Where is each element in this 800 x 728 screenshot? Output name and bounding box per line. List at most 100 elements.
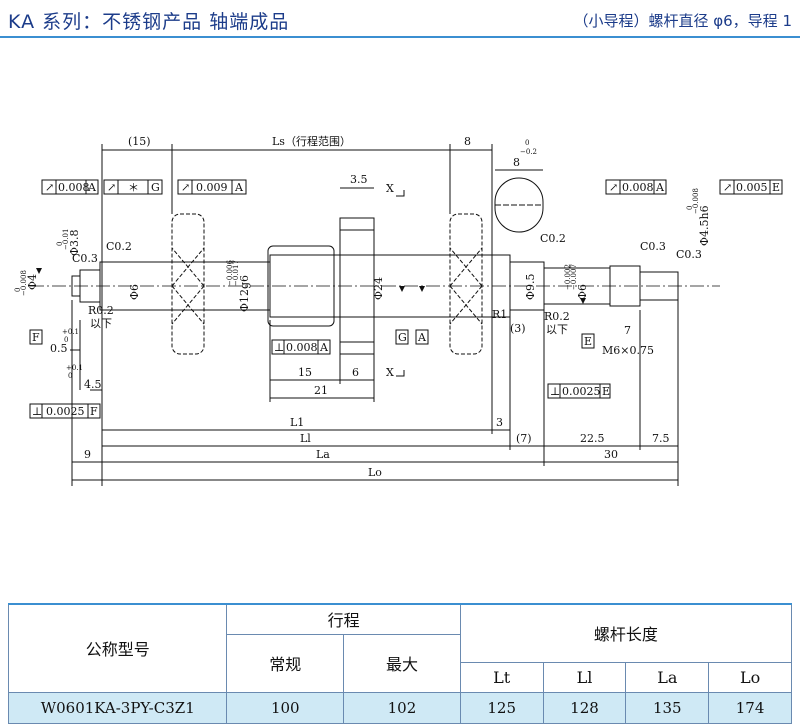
tol-d1: −0.002 [564, 264, 572, 290]
cell-model: W0601KA-3PY-C3Z1 [7, 691, 228, 724]
table-row: W0601KA-3PY-C3Z1 100 102 125 128 135 174 [7, 691, 792, 724]
dim-0-5: 0.5 [50, 342, 68, 355]
cell-lo: 174 [708, 691, 792, 724]
th-lo: Lo [708, 661, 792, 693]
tol-g1: +0.1 [66, 364, 83, 372]
svg-text:0.008: 0.008 [58, 181, 90, 194]
tol-b2: −0.01 [62, 229, 70, 250]
tol-02b: −0.2 [520, 148, 537, 156]
page-subtitle: （小导程）螺杆直径 φ6，导程 1 [573, 12, 792, 30]
svg-text:G: G [151, 181, 160, 194]
dim-c03c: C0.3 [676, 248, 702, 261]
dim-phi24: Φ24 [372, 277, 385, 300]
dim-m6: M6×0.75 [602, 344, 654, 357]
page-title: KA 系列：不锈钢产品 轴端成品 [8, 11, 290, 33]
svg-text:0.008: 0.008 [622, 181, 654, 194]
cell-ll: 128 [542, 691, 627, 724]
dim-r02a: R0.2 [88, 304, 114, 317]
svg-text:0.005: 0.005 [736, 181, 768, 194]
svg-text:A: A [234, 181, 244, 194]
dim-phi6b: Φ6 [576, 284, 589, 300]
svg-text:0.008: 0.008 [286, 341, 318, 354]
label-x2: X [386, 366, 394, 379]
frame-runout-a-mid: ↗ 0.009 A [177, 179, 247, 195]
svg-text:↗: ↗ [723, 181, 732, 194]
svg-text:↗: ↗ [181, 181, 190, 194]
dim-c02b: C0.2 [540, 232, 566, 245]
dim-4-5: 4.5 [84, 378, 102, 391]
cell-la: 135 [625, 691, 710, 724]
tol-c1: −0.006 [226, 260, 234, 286]
dim-phi3-8: Φ3.8 [68, 229, 81, 256]
svg-text:F: F [90, 405, 98, 418]
datum-f: F [32, 331, 40, 344]
dim-l1: L1 [290, 416, 304, 429]
th-ll: Ll [542, 661, 627, 693]
dim-r02b: R0.2 [544, 310, 570, 323]
svg-text:E: E [602, 385, 610, 398]
dim-3: 3 [496, 416, 503, 429]
datum-a: A [417, 331, 427, 344]
frame-runout-a-right: ↗ 0.008 A [605, 179, 667, 195]
cell-normal: 100 [226, 691, 345, 724]
th-normal: 常规 [226, 633, 345, 693]
datum-e: E [584, 335, 592, 348]
dim-lo: Lo [368, 466, 382, 479]
frame-runout-g: ↗ ＊ G [103, 179, 163, 195]
dim-21: 21 [314, 384, 328, 397]
dim-7p: (7) [516, 432, 532, 445]
dim-ls: Ls（行程范围） [272, 134, 351, 148]
svg-text:A: A [655, 181, 665, 194]
label-x1: X [386, 182, 394, 195]
dim-r1: R1 [492, 308, 507, 321]
th-length: 螺杆长度 [459, 603, 793, 663]
frame-perp-a: ⊥ 0.008 A [271, 339, 331, 355]
frame-runout-a-left: ↗ 0.008 A [41, 179, 99, 195]
tol-c2: −0.017 [232, 260, 240, 286]
dim-phi12: Φ12g6 [238, 275, 251, 312]
svg-text:0.0025: 0.0025 [562, 385, 601, 398]
svg-text:↗: ↗ [107, 181, 116, 194]
dim-phi4-5: Φ4.5h6 [698, 205, 711, 246]
dim-c03b: C0.3 [640, 240, 666, 253]
dim-9: 9 [84, 448, 91, 461]
dim-22-5: 22.5 [580, 432, 605, 445]
dim-8a: 8 [464, 135, 471, 148]
datum-g: G [398, 331, 407, 344]
svg-text:⊥: ⊥ [550, 385, 560, 398]
spec-table: 公称型号 行程 螺杆长度 常规 最大 Lt Ll La Lo W0601KA-3… [7, 603, 793, 724]
svg-text:＊: ＊ [128, 181, 139, 194]
dim-c03a: C0.3 [72, 252, 98, 265]
th-stroke: 行程 [226, 603, 461, 635]
svg-text:0.009: 0.009 [196, 181, 228, 194]
dim-phi6a: Φ6 [128, 284, 141, 300]
dim-7: 7 [624, 324, 631, 337]
dim-c02a: C0.2 [106, 240, 132, 253]
cell-max: 102 [343, 691, 461, 724]
svg-text:↗: ↗ [609, 181, 618, 194]
tol-a1: 0 [14, 288, 22, 292]
tol-f2: 0 [64, 336, 68, 344]
dim-phi9-5: Φ9.5 [524, 273, 537, 300]
svg-text:⊥: ⊥ [32, 405, 42, 418]
svg-text:↗: ↗ [45, 181, 54, 194]
tol-f1: +0.1 [62, 328, 79, 336]
dim-yixia-a: 以下 [90, 317, 112, 330]
page-header: KA 系列：不锈钢产品 轴端成品 （小导程）螺杆直径 φ6，导程 1 [0, 0, 800, 38]
dim-6: 6 [352, 366, 359, 379]
th-la: La [625, 661, 710, 693]
tol-a2: −0.008 [20, 270, 28, 296]
svg-text:0.0025: 0.0025 [46, 405, 85, 418]
dim-yixia-b: 以下 [546, 323, 568, 336]
dim-8b: 8 [513, 156, 520, 169]
nut-body [267, 245, 335, 327]
dim-ll: Ll [300, 432, 311, 445]
svg-text:A: A [319, 341, 329, 354]
th-max: 最大 [343, 633, 461, 693]
dim-3-5: 3.5 [350, 173, 368, 186]
dim-phi4: Φ4 [26, 274, 39, 290]
dim-15b: 15 [298, 366, 312, 379]
frame-perp-f: ⊥ 0.0025 F [29, 403, 101, 419]
dim-15: (15) [128, 135, 151, 148]
tol-b1: 0 [56, 242, 64, 246]
